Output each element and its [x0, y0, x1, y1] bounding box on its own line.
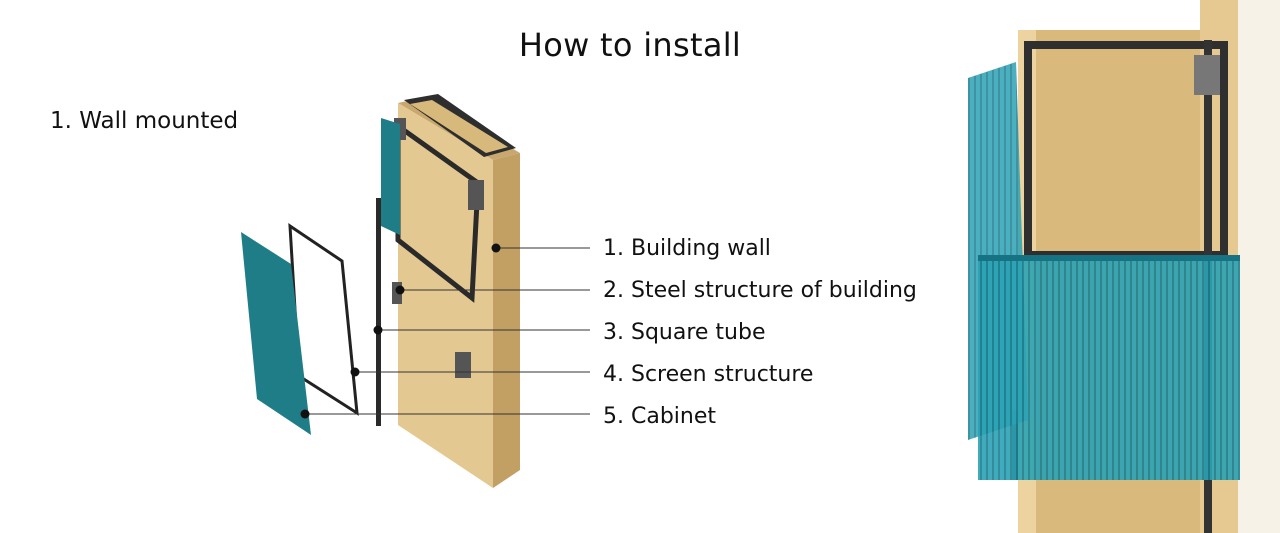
mounted-cabinet: [381, 118, 400, 235]
callout-building-wall: 1. Building wall: [603, 236, 771, 261]
cabinet-panel: [241, 232, 311, 435]
callout-steel-structure: 2. Steel structure of building: [603, 278, 917, 303]
callout-cabinet: 5. Cabinet: [603, 404, 717, 429]
section-subtitle: 1. Wall mounted: [50, 108, 239, 134]
callout-dots: [300, 243, 501, 419]
installed-view-illustration: [968, 0, 1280, 533]
callout-square-tube: 3. Square tube: [603, 320, 766, 345]
callout-screen-structure: 4. Screen structure: [603, 362, 814, 387]
page-title: How to install: [518, 26, 742, 64]
square-tube: [376, 198, 381, 426]
exploded-install-diagram: [241, 94, 590, 488]
building-wall: [398, 94, 520, 488]
callout-leaders: [305, 247, 590, 415]
